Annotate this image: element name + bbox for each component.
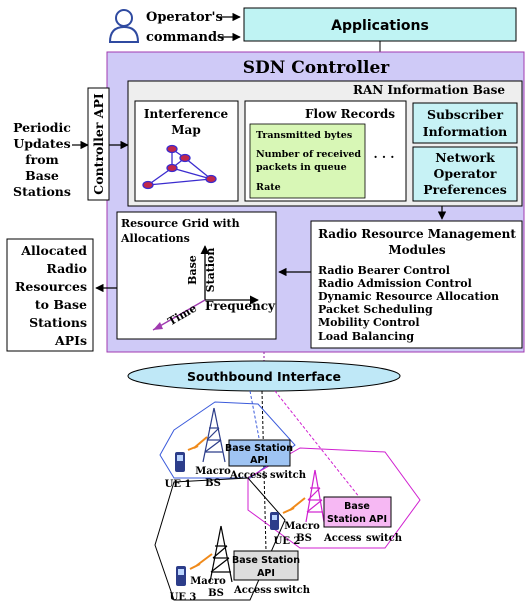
cell-3-bs-label: BS bbox=[208, 588, 224, 599]
svg-text:from: from bbox=[25, 152, 59, 167]
cell-3-api-line1: Base Station bbox=[232, 555, 300, 566]
svg-text:Base: Base bbox=[25, 168, 59, 183]
network-operator-preferences-box bbox=[412, 146, 518, 202]
cell-3-hexagon bbox=[154, 477, 286, 601]
cell-2-bs-label: BS bbox=[296, 533, 312, 544]
svg-text:Periodic: Periodic bbox=[13, 120, 71, 135]
interference-map-title-line1: Interference bbox=[144, 107, 229, 121]
cell-3-radio-link bbox=[189, 553, 213, 570]
southbound-interface-label: Southbound Interface bbox=[187, 369, 341, 384]
cell-1-api-line2: API bbox=[250, 455, 268, 466]
resource-grid-axis-frequency: Frequency bbox=[205, 299, 276, 313]
flow-records-items-box bbox=[249, 123, 366, 199]
resource-grid-box bbox=[116, 211, 277, 340]
operator-label-line1: Operator's bbox=[146, 10, 223, 25]
rrm-item-load-balancing: Load Balancing bbox=[318, 330, 414, 343]
cell-3-switch-label: switch bbox=[274, 585, 311, 596]
controller-api-box bbox=[87, 87, 110, 201]
interference-map-title-line2: Map bbox=[171, 123, 200, 137]
allocated-resources-box bbox=[6, 238, 94, 352]
interference-graph bbox=[142, 144, 217, 190]
resource-grid-axis-station: Station bbox=[204, 248, 217, 293]
subscriber-information-line2: Information bbox=[423, 124, 508, 139]
network-operator-line3: Preferences bbox=[423, 182, 507, 197]
allocated-line5: Stations bbox=[29, 315, 87, 330]
cell-2-ue-phone-icon bbox=[270, 512, 279, 530]
allocated-line2: Radio bbox=[46, 261, 87, 276]
cell-2-radio-link bbox=[282, 497, 306, 514]
rrm-item-radio-bearer-control: Radio Bearer Control bbox=[318, 264, 450, 277]
cell-3-access-label: Access bbox=[233, 585, 272, 596]
flow-item-received-packets-line1: Number of received bbox=[256, 149, 361, 160]
allocated-line3: Resources bbox=[15, 279, 87, 294]
rrm-item-radio-admission-control: Radio Admission Control bbox=[318, 277, 472, 290]
flow-item-transmitted-bytes: Transmitted bytes bbox=[256, 130, 352, 141]
cell-1-bs-label: BS bbox=[205, 478, 221, 489]
applications-box bbox=[243, 7, 517, 42]
flow-item-rate: Rate bbox=[256, 182, 281, 193]
periodic-updates-text: Periodic Updates from Base Stations bbox=[13, 120, 71, 199]
ran-information-base-title: RAN Information Base bbox=[353, 83, 505, 97]
rrm-title-line1: Radio Resource Management bbox=[318, 227, 516, 241]
resource-grid-axes bbox=[152, 245, 259, 331]
cell-3-base-station-api bbox=[233, 550, 299, 581]
cell-2-tower-icon bbox=[305, 469, 325, 523]
cell-1-macro-label: Macro bbox=[195, 466, 231, 477]
southbound-links bbox=[249, 390, 361, 552]
flow-item-received-packets-line2: packets in queue bbox=[256, 162, 347, 173]
cell-1-api-line1: Base Station bbox=[225, 443, 293, 454]
allocated-line4: to Base bbox=[35, 297, 87, 312]
rrm-item-packet-scheduling: Packet Scheduling bbox=[318, 303, 433, 316]
cell-2-base-station-api bbox=[323, 496, 392, 528]
allocated-line1: Allocated bbox=[20, 243, 87, 258]
cell-2-hexagon bbox=[247, 447, 421, 549]
applications-label: Applications bbox=[331, 18, 429, 34]
svg-text:Updates: Updates bbox=[13, 136, 70, 151]
flow-records-title: Flow Records bbox=[305, 107, 395, 121]
operator-icon bbox=[108, 9, 140, 43]
cell-1-base-station-api bbox=[228, 439, 291, 467]
southbound-interface bbox=[127, 360, 401, 392]
controller-api-label: Controller API bbox=[91, 93, 106, 195]
cell-2-api-line2: Station API bbox=[327, 514, 387, 525]
sdn-controller-title: SDN Controller bbox=[243, 58, 391, 78]
cell-1-radio-link bbox=[187, 436, 208, 451]
cell-2-access-label: Access bbox=[323, 533, 362, 544]
cell-2-macro-label: Macro bbox=[284, 521, 320, 532]
subscriber-information-line1: Subscriber bbox=[427, 107, 504, 122]
cell-1-ue-label: UE 1 bbox=[165, 479, 192, 490]
cell-1-tower-icon bbox=[202, 407, 226, 463]
cell-2-ue-label: UE 2 bbox=[274, 536, 301, 547]
resource-grid-title-line2: Allocations bbox=[120, 232, 190, 245]
rrm-item-mobility-control: Mobility Control bbox=[318, 316, 420, 329]
resource-grid-axis-base: Base bbox=[186, 255, 199, 285]
svg-text:Stations: Stations bbox=[13, 184, 71, 199]
cell-3-ue-label: UE 3 bbox=[170, 592, 197, 603]
cell-1-access-label: Access bbox=[229, 470, 268, 481]
resource-grid-title-line1: Resource Grid with bbox=[121, 217, 240, 230]
cell-2-switch-label: switch bbox=[366, 533, 403, 544]
flow-records-ellipsis: . . . bbox=[374, 147, 395, 161]
cell-3-api-line2: API bbox=[257, 568, 275, 579]
cell-1-ue-phone-icon bbox=[175, 452, 185, 472]
cell-3-tower-icon bbox=[209, 525, 233, 583]
network-operator-line1: Network bbox=[435, 150, 495, 165]
network-operator-line2: Operator bbox=[434, 166, 497, 181]
cell-3-ue-phone-icon bbox=[176, 566, 186, 586]
allocated-line6: APIs bbox=[54, 333, 87, 348]
rrm-item-dynamic-resource-allocation: Dynamic Resource Allocation bbox=[318, 290, 499, 303]
rrm-title-line2: Modules bbox=[388, 243, 446, 257]
operator-label-line2: commands bbox=[146, 30, 224, 45]
cell-3-macro-label: Macro bbox=[190, 576, 226, 587]
subscriber-information-box bbox=[412, 102, 518, 144]
cell-1-switch-label: switch bbox=[270, 470, 307, 481]
cell-2-api-line1: Base bbox=[344, 501, 370, 512]
rrm-modules-box bbox=[310, 220, 523, 349]
